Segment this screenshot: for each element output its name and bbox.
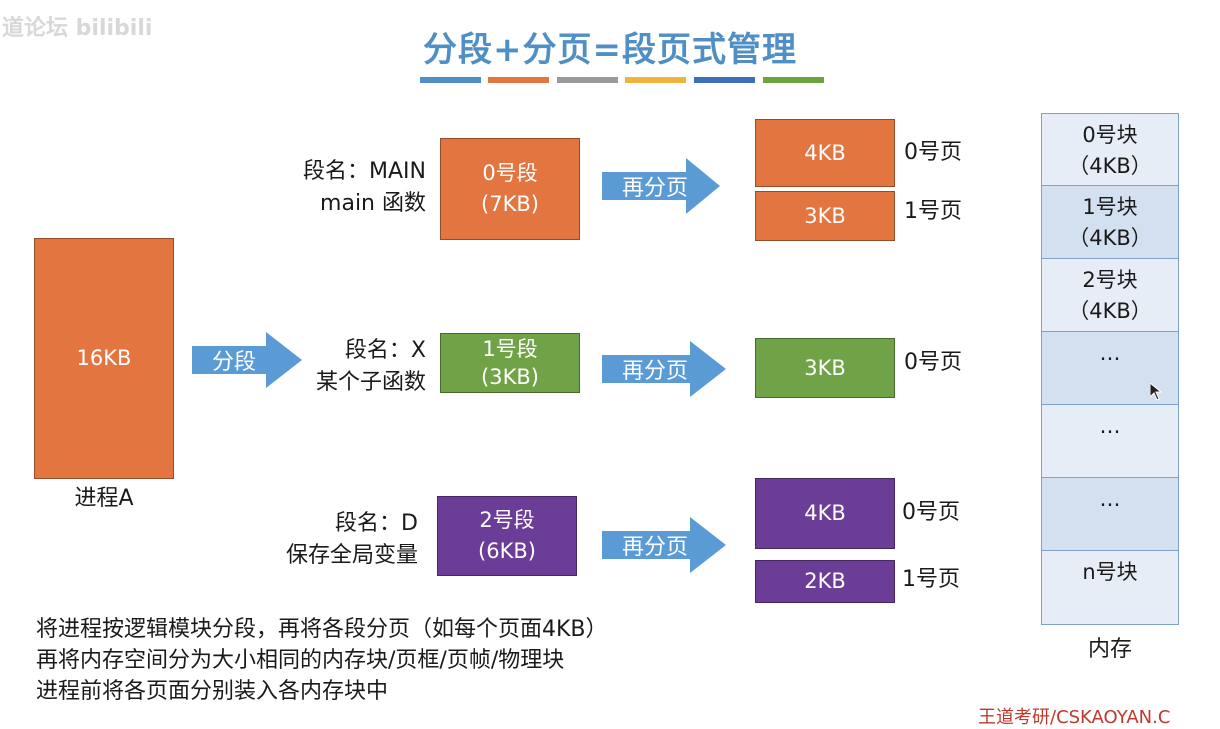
segment-0-page-0: 4KB	[755, 119, 895, 187]
mouse-cursor-icon	[1150, 383, 1162, 401]
segment-0-title: 0号段	[482, 161, 538, 185]
title-stripe-3	[557, 77, 618, 83]
segment-0-page-0-label: 0号页	[904, 140, 962, 165]
footer-credit: 王道考研/CSKAOYAN.C	[978, 707, 1171, 728]
repage-arrow-1-label: 再分页	[622, 359, 689, 384]
segment-arrow: 分段	[192, 332, 302, 388]
segment-arrow-label: 分段	[212, 350, 257, 375]
memory-block-3-title: …	[1099, 341, 1121, 365]
repage-arrow-0: 再分页	[602, 158, 720, 214]
segment-2-page-0-label: 0号页	[902, 500, 960, 525]
repage-arrow-1: 再分页	[602, 341, 726, 397]
memory-block-1-size: （4KB）	[1068, 226, 1152, 250]
repage-arrow-2: 再分页	[602, 517, 726, 573]
segment-0-page-1-size: 3KB	[804, 203, 846, 228]
repage-arrow-2-label: 再分页	[622, 535, 689, 560]
title-stripe-5	[694, 77, 755, 83]
memory-block-0-title: 0号块	[1082, 123, 1138, 147]
memory-block-2-title: 2号块	[1082, 268, 1138, 292]
slide-title: 分段+分页=段页式管理	[423, 30, 797, 70]
segment-2-name-line1: 段名：D	[335, 511, 418, 536]
segment-0-box: 0号段 (7KB)	[440, 138, 580, 240]
segment-2-page-1: 2KB	[755, 560, 895, 603]
segment-0-name-line2: main 函数	[320, 191, 426, 216]
segment-2-name-line2: 保存全局变量	[285, 543, 418, 568]
segment-0-size: (7KB)	[481, 192, 539, 216]
segment-2-page-1-label: 1号页	[902, 567, 960, 592]
segment-2-title: 2号段	[479, 508, 535, 532]
memory-block-1: 1号块 （4KB）	[1041, 186, 1179, 259]
watermark: 道论坛 bilibili	[2, 16, 153, 41]
title-stripe-1	[420, 77, 481, 83]
segment-1-page-0: 3KB	[755, 338, 895, 398]
memory-block-5-title: …	[1099, 487, 1121, 511]
note-line-1: 将进程按逻辑模块分段，再将各段分页（如每个页面4KB）	[36, 617, 608, 642]
memory-block-0-size: （4KB）	[1068, 154, 1152, 178]
segment-0-name: 段名：MAIN main 函数	[230, 156, 426, 220]
segment-2-page-0: 4KB	[755, 478, 895, 549]
memory-block-4: …	[1041, 405, 1179, 478]
segment-1-name-line1: 段名：X	[344, 338, 426, 363]
segment-1-box: 1号段 (3KB)	[440, 333, 580, 393]
process-label: 进程A	[74, 486, 134, 511]
memory-block-6: n号块	[1041, 551, 1179, 625]
segment-1-size: (3KB)	[481, 365, 539, 389]
process-box: 16KB	[34, 238, 174, 479]
memory-block-6-title: n号块	[1082, 560, 1138, 584]
repage-arrow-0-label: 再分页	[622, 176, 689, 201]
memory-block-2: 2号块 （4KB）	[1041, 259, 1179, 332]
segment-1-name-line2: 某个子函数	[315, 370, 426, 395]
note-line-2: 再将内存空间分为大小相同的内存块/页框/页帧/物理块	[36, 648, 565, 673]
segment-1-page-0-size: 3KB	[804, 355, 846, 380]
segment-1-title: 1号段	[482, 337, 538, 361]
memory-block-0: 0号块 （4KB）	[1041, 113, 1179, 186]
title-stripe-4	[625, 77, 686, 83]
title-stripe-6	[763, 77, 824, 83]
memory-block-1-title: 1号块	[1082, 195, 1138, 219]
process-size: 16KB	[76, 346, 132, 370]
memory-block-2-size: （4KB）	[1068, 299, 1152, 323]
segment-0-page-1: 3KB	[755, 191, 895, 241]
memory-block-4-title: …	[1099, 414, 1121, 438]
memory-block-5: …	[1041, 478, 1179, 551]
segment-1-name: 段名：X 某个子函数	[230, 335, 426, 399]
segment-2-size: (6KB)	[478, 539, 536, 563]
note-line-3: 进程前将各页面分别装入各内存块中	[36, 679, 389, 704]
segment-2-page-1-size: 2KB	[804, 569, 846, 593]
title-stripe-2	[488, 77, 549, 83]
segment-2-page-0-size: 4KB	[804, 501, 846, 525]
segment-1-page-0-label: 0号页	[904, 350, 962, 375]
segment-0-page-0-size: 4KB	[804, 140, 846, 165]
memory-label: 内存	[1087, 637, 1132, 662]
segment-0-page-1-label: 1号页	[904, 199, 962, 224]
segment-2-box: 2号段 (6KB)	[437, 496, 577, 576]
segment-0-name-line1: 段名：MAIN	[303, 159, 426, 184]
segment-2-name: 段名：D 保存全局变量	[220, 508, 418, 572]
